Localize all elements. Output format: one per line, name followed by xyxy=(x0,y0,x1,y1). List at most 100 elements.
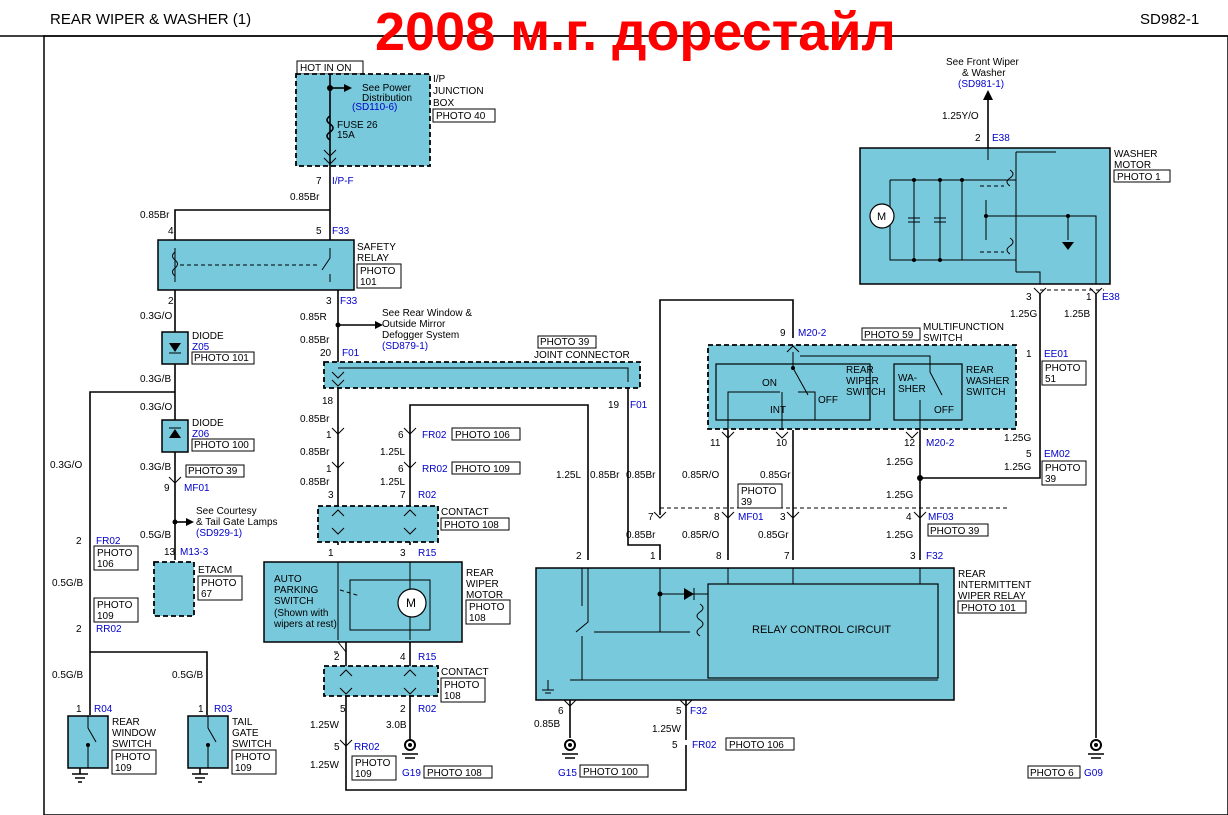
diagram-label: PHOTO 101 xyxy=(961,603,1016,614)
diagram-label: BOX xyxy=(433,98,454,109)
diagram-label: 0.85Br xyxy=(626,470,656,481)
diagram-label: 4 xyxy=(168,226,174,237)
diagram-label: 6 xyxy=(398,464,404,475)
diagram-label: 1 xyxy=(76,704,82,715)
diagram-label: MOTOR xyxy=(1114,160,1151,171)
diagram-label: & Washer xyxy=(962,68,1006,79)
diagram-label: See Courtesy xyxy=(196,506,257,517)
diagram-label: GATE xyxy=(232,728,259,739)
diagram-code: SD982-1 xyxy=(1140,11,1199,28)
diagram-label: MF01 xyxy=(184,483,210,494)
diagram-label: SAFETY xyxy=(357,242,396,253)
diagram-label: 5 xyxy=(672,740,678,751)
diagram-label: 3 xyxy=(1026,292,1032,303)
diagram-label: WASHER xyxy=(1114,149,1158,160)
diagram-label: INT xyxy=(770,405,786,416)
diagram-label: 11 xyxy=(710,438,721,449)
diagram-label: 3.0B xyxy=(386,720,407,731)
diagram-label: R02 xyxy=(418,490,437,501)
diagram-label: 6 xyxy=(398,430,404,441)
diagram-label: PHOTO xyxy=(97,600,133,611)
diagram-label: PHOTO 108 xyxy=(427,768,482,779)
diagram-label: ETACM xyxy=(198,565,232,576)
diagram-label: 1.25L xyxy=(380,477,405,488)
diagram-label: JUNCTION xyxy=(433,86,484,97)
diagram-label: 0.85Gr xyxy=(758,530,789,541)
diagram-label: R02 xyxy=(418,704,437,715)
relay-control-circuit xyxy=(707,583,939,679)
diagram-label: RR02 xyxy=(422,464,448,475)
diagram-label: RELAY CONTROL CIRCUIT xyxy=(752,624,891,636)
diagram-label: 0.85R xyxy=(300,312,327,323)
diagram-label: SWITCH xyxy=(232,739,271,750)
diagram-label: REAR xyxy=(466,568,494,579)
diagram-label: REAR xyxy=(112,717,140,728)
diagram-label: 0.3G/O xyxy=(50,460,82,471)
joint-connector xyxy=(323,361,641,389)
diagram-label: 109 xyxy=(97,611,114,622)
diagram-label: 1.25G xyxy=(1010,309,1037,320)
diagram-label: INTERMITTENT xyxy=(958,580,1031,591)
diagram-label: 0.5G/B xyxy=(172,670,203,681)
diagram-label: 0.85R/O xyxy=(682,470,719,481)
diagram-label: F32 xyxy=(690,706,708,717)
diagram-label: & Tail Gate Lamps xyxy=(196,517,278,528)
diagram-label: PHOTO 40 xyxy=(436,111,486,122)
diagram-label: 5 xyxy=(340,704,346,715)
diagram-label: Distribution xyxy=(362,93,412,104)
diagram-label: FR02 xyxy=(692,740,717,751)
diagram-label: E38 xyxy=(1102,292,1120,303)
diagram-label: 0.85Br xyxy=(300,414,330,425)
diagram-label: 5 xyxy=(1026,449,1032,460)
diagram-label: Z06 xyxy=(192,429,210,440)
diagram-label: M13-3 xyxy=(180,547,209,558)
diagram-label: PHOTO 6 xyxy=(1030,768,1074,779)
diagram-label: 10 xyxy=(776,438,788,449)
diagram-label: F01 xyxy=(342,348,360,359)
diagram-label: 20 xyxy=(320,348,332,359)
diagram-label: PHOTO 100 xyxy=(583,767,638,778)
diagram-label: SWITCH xyxy=(112,739,151,750)
diagram-label: 67 xyxy=(201,589,213,600)
diagram-label: PHOTO xyxy=(444,680,480,691)
diagram-label: See Rear Window & xyxy=(382,308,472,319)
diagram-label: HOT IN ON xyxy=(300,63,351,74)
diagram-label: PHOTO xyxy=(360,266,396,277)
diagram-label: 1.25W xyxy=(652,724,681,735)
diagram-label: 2 xyxy=(334,652,340,663)
diagram-label: G19 xyxy=(402,768,421,779)
diagram-label: E38 xyxy=(992,133,1010,144)
diagram-label: 18 xyxy=(322,396,334,407)
diagram-label: PHOTO xyxy=(741,486,777,497)
diagram-label: 0.5G/B xyxy=(140,530,171,541)
diagram-label: 108 xyxy=(469,613,486,624)
rear-wiper-motor xyxy=(263,561,463,643)
diagram-label: 1.25Y/O xyxy=(942,111,979,122)
diagram-label: RR02 xyxy=(96,624,122,635)
diagram-label: 7 xyxy=(400,490,406,501)
diagram-label: G15 xyxy=(558,768,577,779)
fuse-26-label: FUSE 26 xyxy=(337,120,378,131)
motor-icon xyxy=(397,588,427,618)
diagram-label: 1.25W xyxy=(310,760,339,771)
diagram-label: 19 xyxy=(608,400,620,411)
diagram-label: DIODE xyxy=(192,418,224,429)
diagram-label: 5 xyxy=(334,742,340,753)
diagram-label: R15 xyxy=(418,548,437,559)
diagram-label: PHOTO 106 xyxy=(729,740,784,751)
diagram-label: 5 xyxy=(316,226,322,237)
diagram-label: F33 xyxy=(340,296,358,307)
diagram-label: 2 xyxy=(76,624,82,635)
diagram-label: 3 xyxy=(326,296,332,307)
diagram-label: 1.25L xyxy=(380,447,405,458)
diagram-label: WA- xyxy=(898,373,917,384)
diagram-label: JOINT CONNECTOR xyxy=(534,350,630,361)
diagram-label: OFF xyxy=(818,395,838,406)
diagram-label: 0.5G/B xyxy=(52,578,83,589)
diagram-label: Outside Mirror xyxy=(382,319,446,330)
diagram-label: R04 xyxy=(94,704,113,715)
diagram-label: WINDOW xyxy=(112,728,156,739)
diagram-label: 0.5G/B xyxy=(52,670,83,681)
contact-lower xyxy=(323,665,439,697)
diagram-label: 4 xyxy=(906,512,912,523)
